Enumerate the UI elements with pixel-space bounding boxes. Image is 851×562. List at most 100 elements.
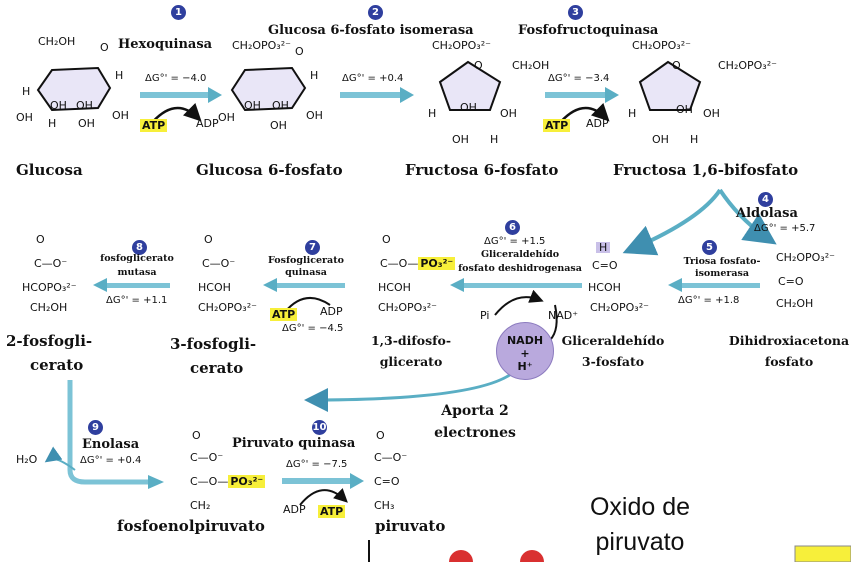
dg-step-6: ΔG°' = +1.5 — [484, 236, 546, 247]
g3p-h: H — [596, 242, 611, 253]
step-badge-9: 9 — [88, 420, 103, 435]
pep-o: O — [192, 429, 201, 442]
pg3-coo: C—O⁻ — [202, 257, 236, 270]
f6p-ho: OH — [460, 101, 477, 114]
pyr-ch3: CH₃ — [374, 499, 395, 512]
f16bp-ho: OH — [676, 103, 693, 116]
pg3-ch2opo3: CH₂OPO₃²⁻ — [198, 301, 257, 314]
enzyme-enolasa: Enolasa — [82, 437, 140, 452]
g6p-oh-4: OH — [270, 119, 287, 132]
nadh-circle: NADH + H⁺ — [496, 322, 554, 380]
g6p-oh-2: OH — [272, 99, 289, 112]
bpg-hcoh: HCOH — [378, 281, 411, 294]
dhap-co: C=O — [778, 275, 804, 288]
g3p-co: C=O — [592, 259, 618, 272]
enzyme-triosa-1: Triosa fosfato- — [683, 256, 761, 267]
compound-g3p-2: 3-fosfato — [581, 354, 645, 369]
step-badge-6: 6 — [505, 220, 520, 235]
pep-c-o-label: C—O—PO₃²⁻ — [190, 475, 266, 488]
atp-step-1: ATP — [140, 119, 168, 132]
pep-coo: C—O⁻ — [190, 451, 224, 464]
f6p-o: O — [474, 59, 483, 72]
enzyme-aldolasa: Aldolasa — [736, 206, 798, 221]
f6p-oh-r: OH — [500, 107, 517, 120]
glucose-oh-2: OH — [76, 99, 93, 112]
compound-g3p-1: Gliceraldehído — [561, 333, 665, 348]
g6p-ch2opo3: CH₂OPO₃²⁻ — [232, 39, 291, 52]
pg3-hcoh: HCOH — [198, 281, 231, 294]
pg2-o: O — [36, 233, 45, 246]
bpg-ch2opo3: CH₂OPO₃²⁻ — [378, 301, 437, 314]
dg-step-2: ΔG°' = +0.4 — [342, 73, 404, 84]
nadh-line2: + — [520, 347, 530, 360]
compound-pep: fosfoenolpiruvato — [117, 517, 265, 535]
overlay-line2: piruvato — [595, 528, 685, 556]
g6p-oh-3: OH — [306, 109, 323, 122]
step-badge-10: 10 — [312, 420, 327, 435]
f6p-oh-b: OH — [452, 133, 469, 146]
enzyme-hexoquinasa: Hexoquinasa — [118, 37, 213, 52]
enzyme-pgm-1: fosfoglicerato — [100, 253, 174, 264]
step-badge-4: 4 — [758, 192, 773, 207]
compound-glucosa: Glucosa — [16, 161, 83, 179]
g6p-ring — [230, 66, 307, 112]
step-badge-8: 8 — [132, 240, 147, 255]
dg-step-8: ΔG°' = +1.1 — [106, 295, 168, 306]
pg2-hcopo3: HCOPO₃²⁻ — [22, 281, 77, 294]
pg3-o: O — [204, 233, 213, 246]
g6p-o: O — [295, 45, 304, 58]
f6p-h-1: H — [428, 107, 437, 120]
g3p-hcoh: HCOH — [588, 281, 621, 294]
pg2-ch2oh: CH₂OH — [30, 301, 68, 314]
overlay-line1: Oxido de — [589, 493, 691, 521]
g6p-h-right: H — [310, 69, 319, 82]
f16bp-ch2opo3-right: CH₂OPO₃²⁻ — [718, 59, 777, 72]
dg-step-4: ΔG°' = +5.7 — [754, 223, 816, 234]
pyr-co: C=O — [374, 475, 400, 488]
enzyme-pgm-2: mutasa — [117, 267, 157, 278]
enzyme-g6p-isomerasa: Glucosa 6-fosfato isomerasa — [268, 23, 474, 38]
f6p-ch2opo3: CH₂OPO₃²⁻ — [432, 39, 491, 52]
pyr-coo: C—O⁻ — [374, 451, 408, 464]
compound-f16bp: Fructosa 1,6-bifosfato — [613, 161, 799, 179]
arrow-step-1 — [140, 92, 210, 98]
pyr-o: O — [376, 429, 385, 442]
enzyme-gapdh-2: fosfato deshidrogenasa — [458, 263, 582, 274]
dg-step-1: ΔG°' = −4.0 — [145, 73, 207, 84]
dg-step-3: ΔG°' = −3.4 — [548, 73, 610, 84]
compound-2pg-2: cerato — [30, 356, 84, 374]
compound-g6p: Glucosa 6-fosfato — [196, 161, 343, 179]
pg2-coo: C—O⁻ — [34, 257, 68, 270]
compound-bpg-1: 1,3-difosfo- — [370, 333, 452, 348]
f16bp-oh-r: OH — [703, 107, 720, 120]
compound-piruvato: piruvato — [375, 517, 446, 535]
step-badge-5: 5 — [702, 240, 717, 255]
bpg-po3: PO₃²⁻ — [418, 257, 456, 270]
f6p-ch2oh: CH₂OH — [512, 59, 550, 72]
nadh-line3: H⁺ — [517, 360, 533, 373]
pep-ch2: CH₂ — [190, 499, 211, 512]
f16bp-ring — [638, 60, 702, 111]
glucose-h-left: H — [22, 85, 31, 98]
dg-step-5: ΔG°' = +1.8 — [678, 295, 740, 306]
g6p-oh-1: OH — [244, 99, 261, 112]
aporta-line2: electrones — [434, 425, 516, 441]
aporta-line1: Aporta 2 — [441, 403, 509, 419]
compound-f6p: Fructosa 6-fosfato — [405, 161, 559, 179]
compound-dhap-2: fosfato — [764, 354, 814, 369]
dg-step-10: ΔG°' = −7.5 — [286, 459, 348, 470]
f16bp-oh-b: OH — [652, 133, 669, 146]
glucose-ch2oh: CH₂OH — [38, 35, 76, 48]
atp-step-10: ATP — [318, 505, 346, 518]
atp-step-7: ATP — [270, 308, 298, 321]
compound-bpg-2: glicerato — [379, 354, 443, 369]
nadh-line1: NADH — [506, 334, 544, 347]
f16bp-h-1: H — [628, 107, 637, 120]
f16bp-h-b: H — [690, 133, 699, 146]
adp-step-7: ADP — [320, 305, 343, 318]
adp-step-3: ADP — [586, 117, 609, 130]
glucose-ring — [36, 66, 112, 112]
step-badge-7: 7 — [305, 240, 320, 255]
dg-step-7: ΔG°' = −4.5 — [282, 323, 344, 334]
